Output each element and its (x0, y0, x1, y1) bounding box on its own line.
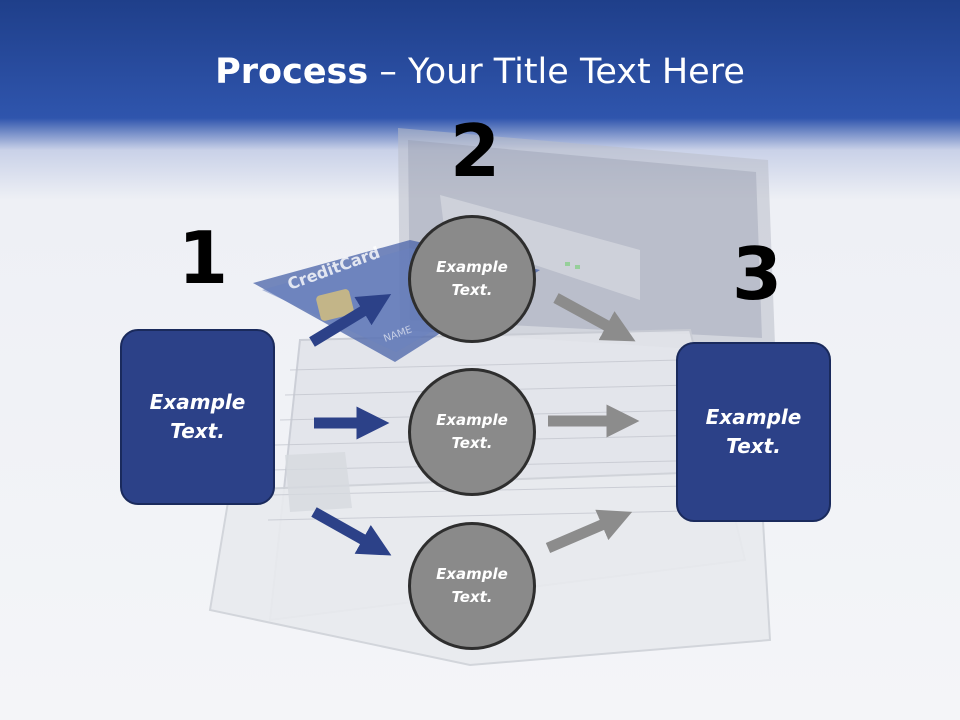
arrow-blue-up (309, 294, 392, 347)
step-number-2: 2 (450, 109, 501, 193)
left-text-box: Example Text. (120, 329, 275, 505)
slide-title: Process – Your Title Text Here (0, 52, 960, 92)
circle-middle-label: Example Text. (436, 411, 508, 452)
right-box-label: Example Text. (705, 405, 802, 458)
circle-middle: Example Text. (408, 368, 536, 496)
arrow-gray-up (545, 509, 633, 554)
circle-top-label: Example Text. (436, 258, 508, 299)
step-number-1: 1 (178, 216, 229, 300)
title-bold: Process (215, 52, 369, 92)
circle-bottom: Example Text. (408, 522, 536, 650)
arrow-blue-down (311, 507, 392, 556)
step-number-3: 3 (732, 232, 783, 316)
arrow-gray-down (553, 293, 636, 342)
circle-bottom-label: Example Text. (436, 565, 508, 606)
left-box-label: Example Text. (149, 390, 246, 443)
title-rest: – Your Title Text Here (368, 52, 745, 92)
circle-top: Example Text. (408, 215, 536, 343)
right-text-box: Example Text. (676, 342, 831, 522)
